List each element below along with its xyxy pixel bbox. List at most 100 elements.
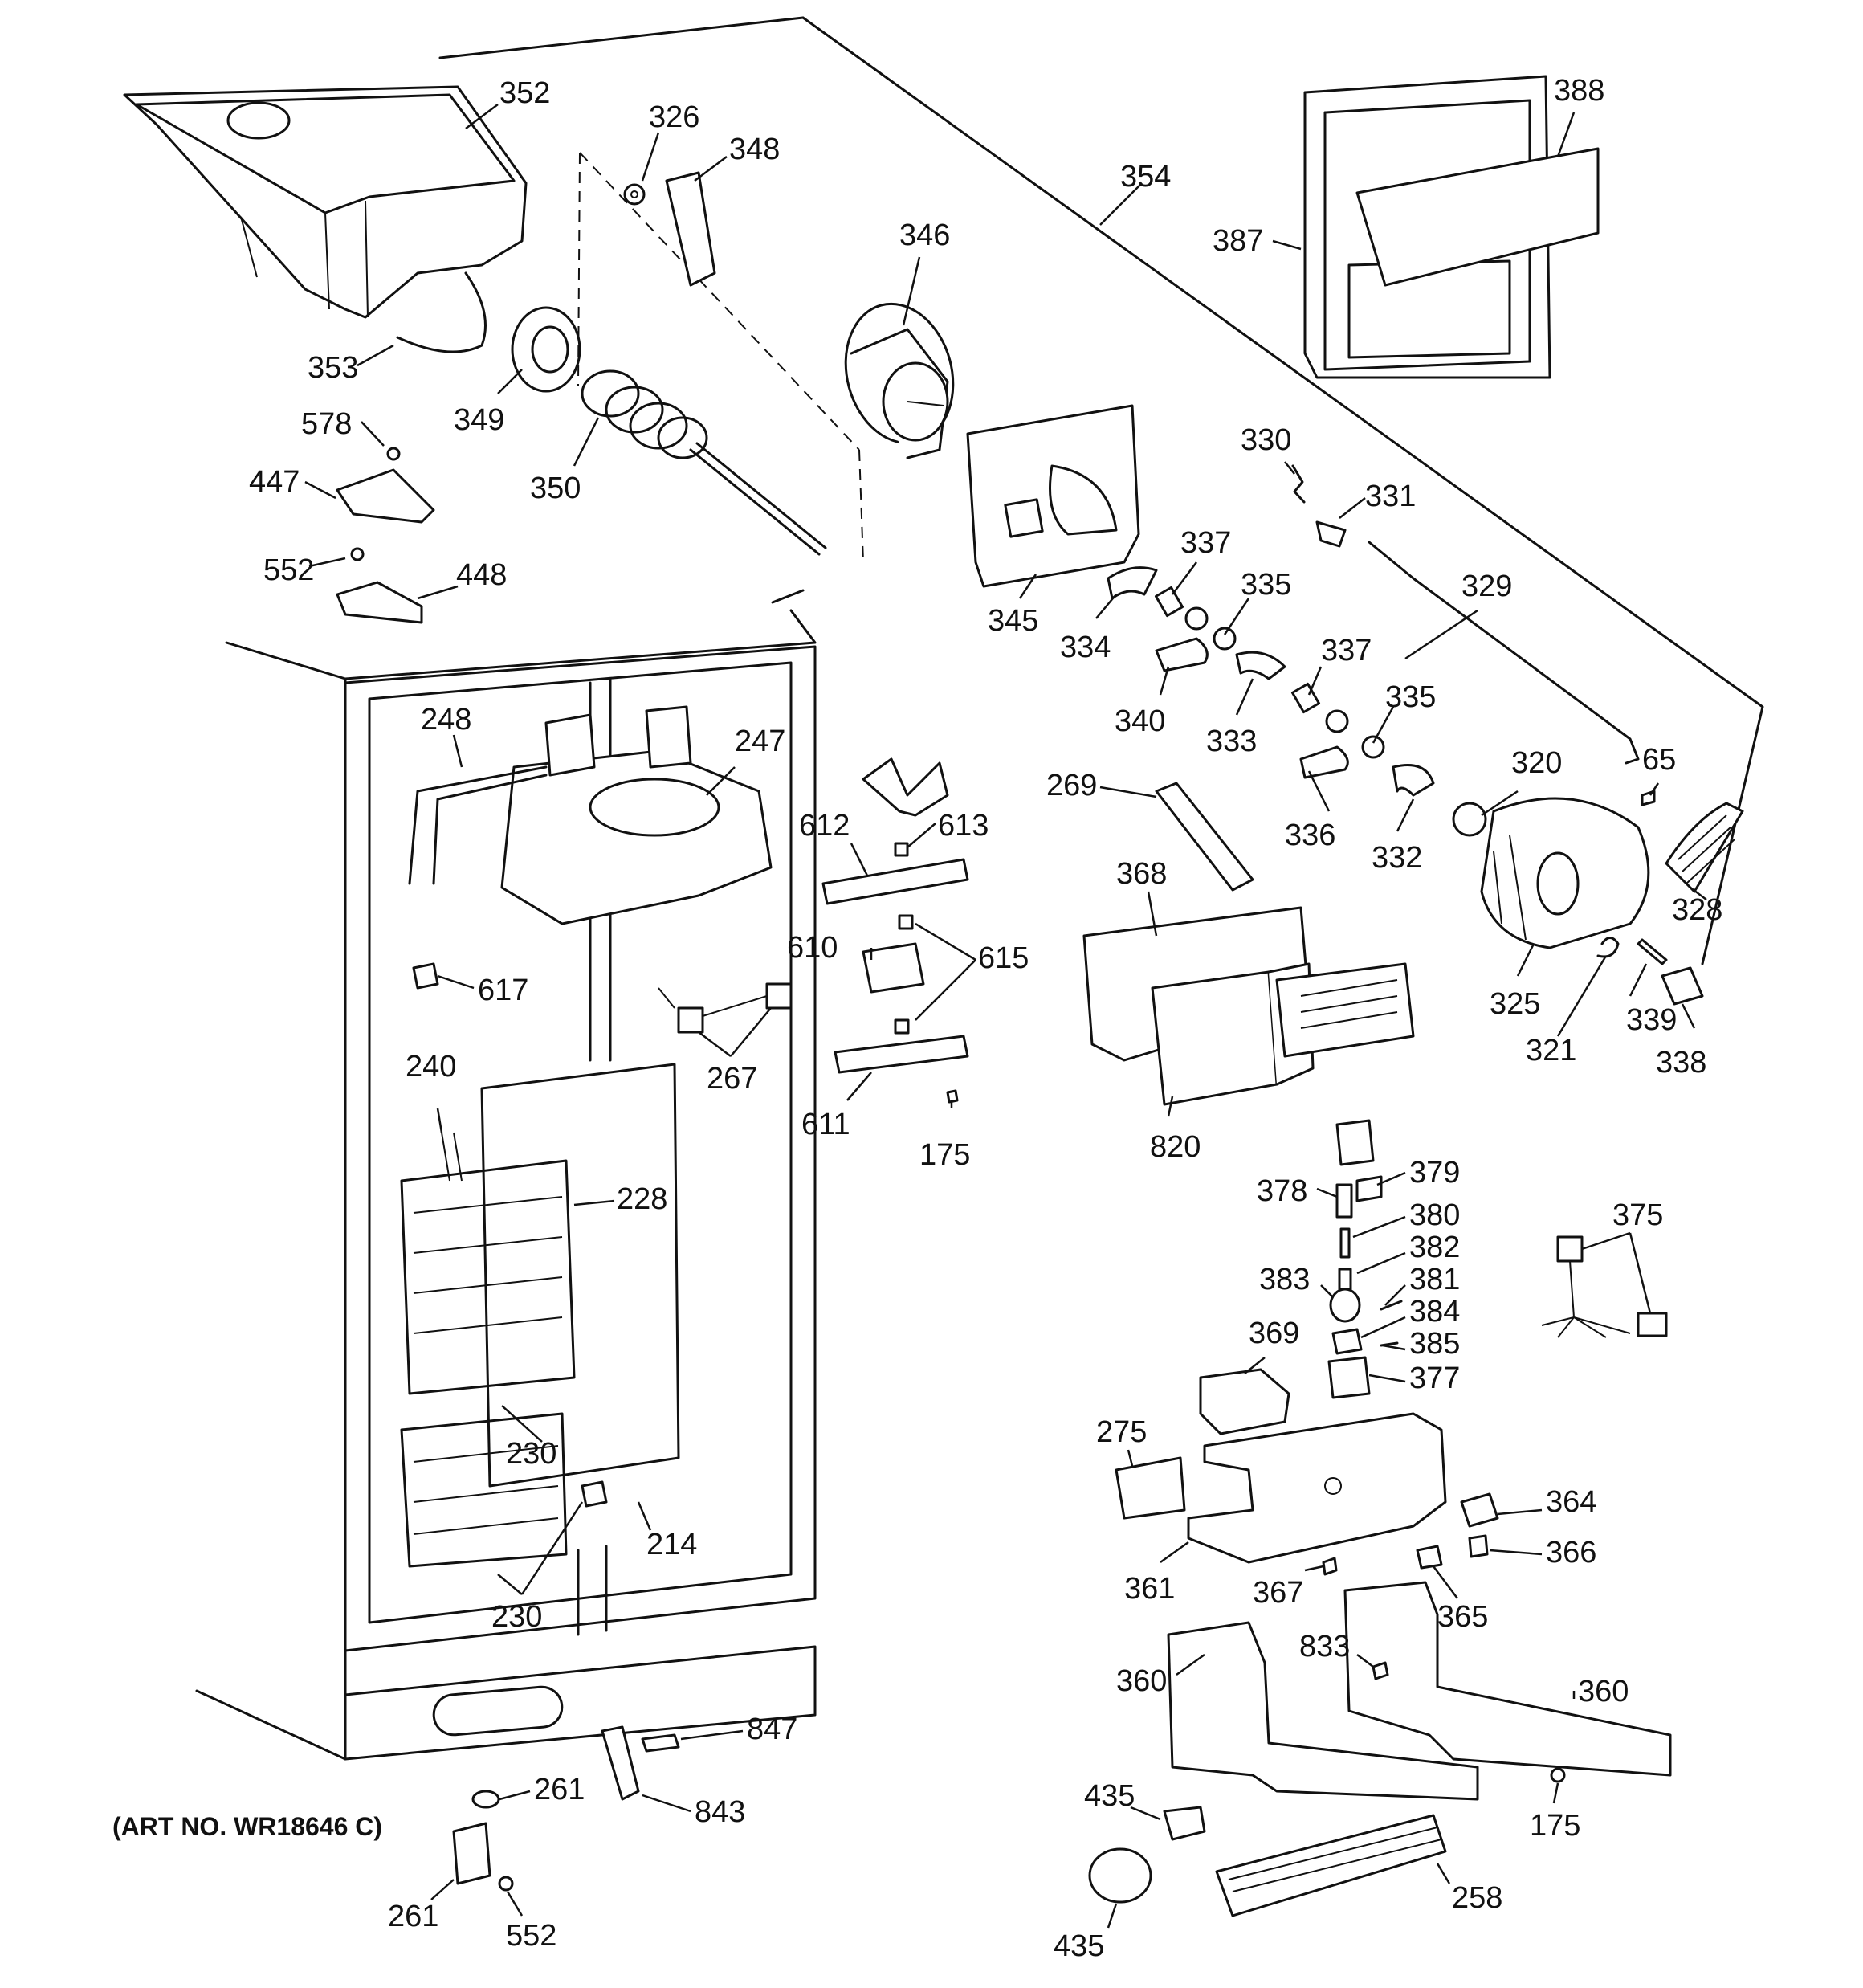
label-382: 382 (1409, 1231, 1460, 1264)
label-368: 368 (1116, 857, 1167, 891)
label-847: 847 (747, 1712, 797, 1746)
label-346: 346 (899, 218, 950, 252)
label-214: 214 (646, 1528, 697, 1561)
label-369: 369 (1249, 1316, 1299, 1350)
label-364: 364 (1546, 1485, 1596, 1519)
label-331: 331 (1365, 480, 1416, 513)
tube-269 (1155, 782, 1254, 892)
label-247: 247 (735, 725, 785, 758)
label-320: 320 (1511, 746, 1562, 780)
label-325: 325 (1490, 987, 1540, 1021)
rails-360 (1167, 1581, 1672, 1801)
label-435a: 435 (1084, 1779, 1135, 1813)
evaporator-228 (400, 1159, 576, 1568)
washer-261a (471, 1790, 500, 1809)
label-843: 843 (695, 1795, 745, 1829)
linkage-stack (1107, 566, 1435, 797)
part-843 (601, 1725, 640, 1801)
label-367: 367 (1253, 1576, 1303, 1610)
label-339: 339 (1626, 1003, 1677, 1037)
label-366: 366 (1546, 1536, 1596, 1570)
bracket-447 (336, 468, 435, 524)
leader-lines (304, 104, 1707, 1929)
label-275: 275 (1096, 1415, 1147, 1449)
motor-369 (1199, 1368, 1290, 1435)
label-228: 228 (617, 1182, 667, 1216)
harness-375 (1541, 1235, 1668, 1338)
harness-267 (658, 982, 793, 1034)
ice-bucket-352 (123, 85, 528, 319)
art-number: (ART NO. WR18646 C) (112, 1812, 382, 1841)
auger-350 (581, 369, 827, 556)
label-384: 384 (1409, 1295, 1460, 1329)
screw-578 (386, 447, 401, 461)
label-175b: 175 (1530, 1809, 1580, 1843)
label-448: 448 (456, 558, 507, 592)
label-258: 258 (1452, 1881, 1502, 1915)
label-336: 336 (1285, 818, 1335, 852)
ring-321 (1596, 937, 1620, 958)
label-387: 387 (1213, 224, 1263, 258)
label-388: 388 (1554, 74, 1604, 108)
label-385: 385 (1409, 1327, 1460, 1361)
clip-331 (1315, 520, 1347, 548)
cover-328 (1665, 802, 1744, 893)
bracket-361 (1187, 1412, 1447, 1564)
cover-258 (1215, 1814, 1447, 1917)
bearing-349 (511, 306, 581, 393)
label-375: 375 (1612, 1198, 1663, 1232)
part-366 (1468, 1534, 1489, 1558)
label-326: 326 (649, 100, 699, 134)
label-354: 354 (1120, 160, 1171, 194)
label-360b: 360 (1578, 1675, 1629, 1708)
label-333: 333 (1206, 725, 1257, 758)
label-611: 611 (801, 1108, 850, 1141)
label-261b: 261 (388, 1900, 438, 1933)
screw-552b (498, 1876, 514, 1892)
cover-214 (480, 1063, 680, 1488)
label-552a: 552 (263, 553, 314, 587)
label-353: 353 (308, 351, 358, 385)
motor-325 (1452, 797, 1650, 949)
label-329: 329 (1461, 569, 1512, 603)
label-378: 378 (1257, 1174, 1307, 1208)
bulb-435 (1088, 1847, 1152, 1904)
plate-275 (1115, 1456, 1186, 1520)
label-321: 321 (1526, 1034, 1576, 1067)
label-335a: 335 (1241, 568, 1291, 602)
plate-345 (966, 404, 1140, 588)
label-230a: 230 (506, 1437, 556, 1471)
label-345: 345 (988, 604, 1038, 638)
label-365: 365 (1437, 1600, 1488, 1634)
label-328: 328 (1672, 893, 1722, 927)
label-348: 348 (729, 133, 780, 166)
part-labels: 352 326 348 354 388 387 346 353 349 350 … (112, 74, 1722, 1963)
icemaker-820 (1082, 906, 1415, 1106)
label-379: 379 (1409, 1156, 1460, 1190)
label-435b: 435 (1054, 1929, 1104, 1963)
label-578: 578 (301, 407, 352, 441)
blade-348 (665, 171, 716, 287)
label-615: 615 (978, 941, 1029, 975)
label-338: 338 (1656, 1046, 1706, 1080)
label-337a: 337 (1180, 526, 1231, 560)
label-383: 383 (1259, 1263, 1310, 1296)
screw-552a (350, 547, 365, 561)
label-350: 350 (530, 471, 581, 505)
fan-motor-stack (821, 757, 969, 1104)
label-330: 330 (1241, 423, 1291, 457)
label-175a: 175 (919, 1138, 970, 1172)
screw-367 (1322, 1557, 1338, 1576)
wire-353 (396, 271, 487, 353)
paddle-388 (1355, 147, 1600, 287)
label-349: 349 (454, 403, 504, 437)
label-377: 377 (1409, 1361, 1460, 1395)
label-617: 617 (478, 974, 528, 1007)
label-240: 240 (406, 1050, 456, 1084)
bracket-448 (336, 581, 423, 624)
rod-329 (1368, 541, 1640, 765)
duct-248 (408, 765, 548, 885)
label-612: 612 (799, 809, 850, 843)
label-352: 352 (499, 76, 550, 110)
